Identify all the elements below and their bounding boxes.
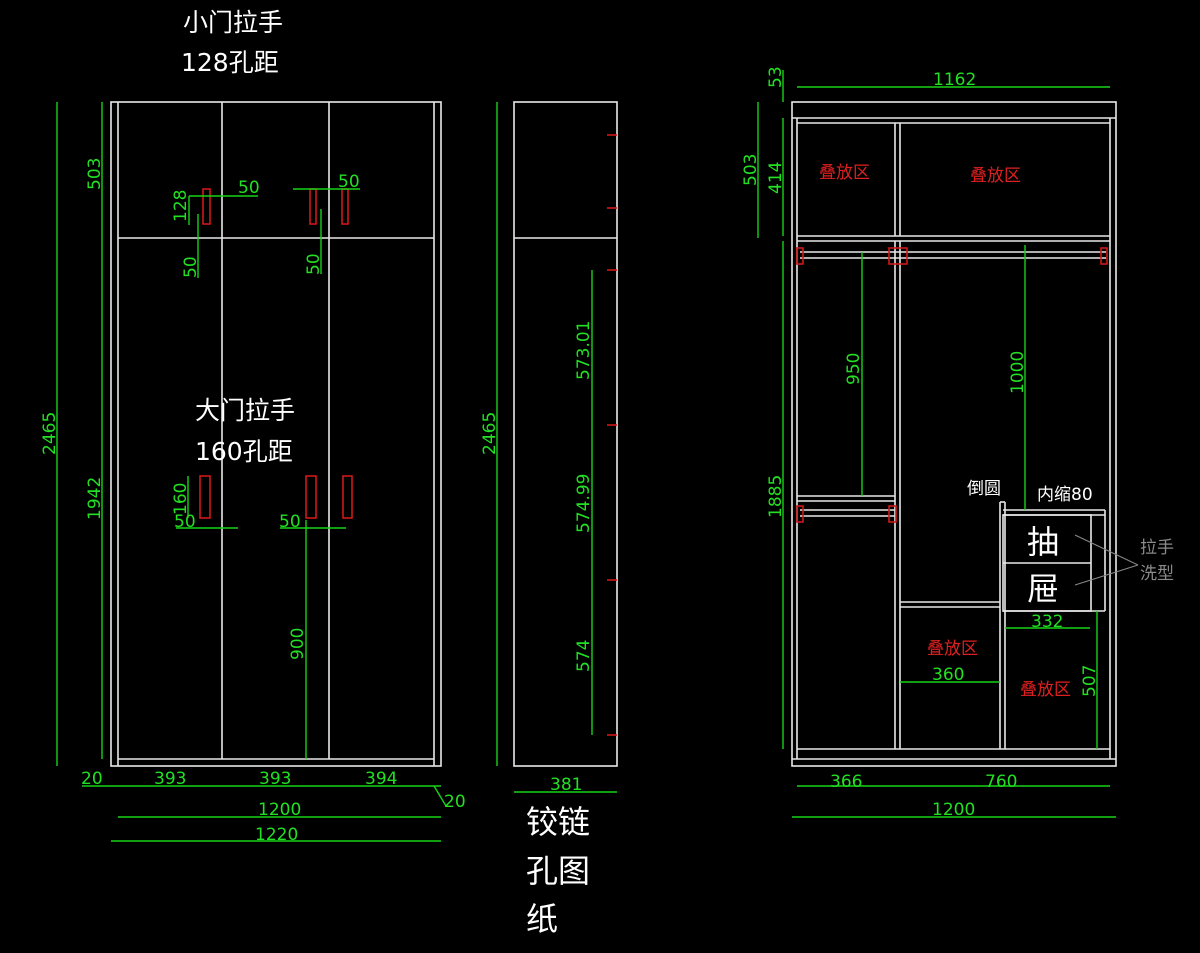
- side-view: [496, 101, 618, 793]
- dim-outer-width: 1220: [255, 825, 298, 845]
- handle-style-note: 拉手: [1140, 538, 1174, 558]
- dim-interior-top-height: 503: [741, 154, 761, 186]
- storage-area-label: 叠放区: [927, 639, 978, 659]
- dim-large-offset: 50: [174, 512, 196, 532]
- dim-top-inner: 414: [766, 162, 786, 194]
- small-handle: [202, 188, 211, 225]
- dim-large-offset: 50: [279, 512, 301, 532]
- dim-door1: 393: [154, 769, 186, 789]
- dim-large-spacing: 160: [171, 483, 191, 515]
- storage-area-label: 叠放区: [970, 166, 1021, 186]
- large-handle: [342, 475, 353, 519]
- dim-bottom-height: 1942: [85, 477, 105, 520]
- cabinet-outline: [110, 101, 442, 767]
- inset-note: 内缩80: [1037, 485, 1093, 505]
- small-handle: [341, 188, 349, 225]
- interior-outline: [791, 101, 1117, 767]
- dim-hang-right: 1000: [1008, 351, 1028, 394]
- small-handle-spacing-note: 128孔距: [181, 48, 279, 77]
- dim-hinge1: 573.01: [574, 321, 594, 380]
- dim-hinge2: 574.99: [574, 474, 594, 533]
- drawer-label: 抽: [1027, 523, 1059, 561]
- large-handle: [199, 475, 211, 519]
- dim-inner-width: 1200: [258, 800, 301, 820]
- dim-hang-left: 950: [844, 353, 864, 385]
- storage-area-label: 叠放区: [1020, 680, 1071, 700]
- dim-drawer-width: 332: [1031, 612, 1063, 632]
- dim-drawer-side: 507: [1080, 665, 1100, 697]
- dim-handle-height: 900: [288, 628, 308, 660]
- small-handle-note: 小门拉手: [183, 8, 283, 37]
- dim-top-height: 503: [85, 158, 105, 190]
- dim-side-height: 2465: [480, 412, 500, 455]
- hinge-title-line2: 孔图: [526, 852, 590, 890]
- small-handle: [309, 188, 317, 225]
- dim-hinge3: 574: [574, 640, 594, 672]
- large-handle: [305, 475, 317, 519]
- dim-interior-width: 1162: [933, 70, 976, 90]
- hinge-title-line1: 铰链: [526, 803, 590, 841]
- large-handle-note: 大门拉手: [195, 396, 295, 425]
- dim-small-offset: 50: [238, 178, 260, 198]
- dim-small-spacing: 128: [171, 190, 191, 222]
- rounded-corner-note: 倒圆: [967, 479, 1001, 499]
- dim-total-height: 2465: [40, 412, 60, 455]
- drawer-label: 屉: [1027, 570, 1059, 608]
- dim-small-offset: 50: [338, 172, 360, 192]
- dim-small-drop: 50: [304, 253, 324, 275]
- front-view: [56, 101, 447, 842]
- dim-door2: 393: [259, 769, 291, 789]
- hinge-title-line3: 纸: [526, 900, 558, 938]
- dim-left-width: 366: [830, 772, 862, 792]
- dim-small-drop: 50: [181, 256, 201, 278]
- dim-right-gap: 20: [444, 792, 466, 812]
- dim-depth: 381: [550, 775, 582, 795]
- dim-right-width: 760: [985, 772, 1017, 792]
- handle-style-note: 洗型: [1140, 564, 1174, 584]
- dim-lower-height: 1885: [766, 475, 786, 518]
- dim-door3: 394: [365, 769, 397, 789]
- dim-total-width: 1200: [932, 800, 975, 820]
- interior-view: [757, 70, 1139, 818]
- dim-left-gap: 20: [81, 769, 103, 789]
- dim-shelf-width: 360: [932, 665, 964, 685]
- side-panel-outline: [513, 101, 618, 767]
- dim-top-gap: 53: [766, 66, 786, 88]
- storage-area-label: 叠放区: [819, 163, 870, 183]
- large-handle-spacing-note: 160孔距: [195, 437, 293, 466]
